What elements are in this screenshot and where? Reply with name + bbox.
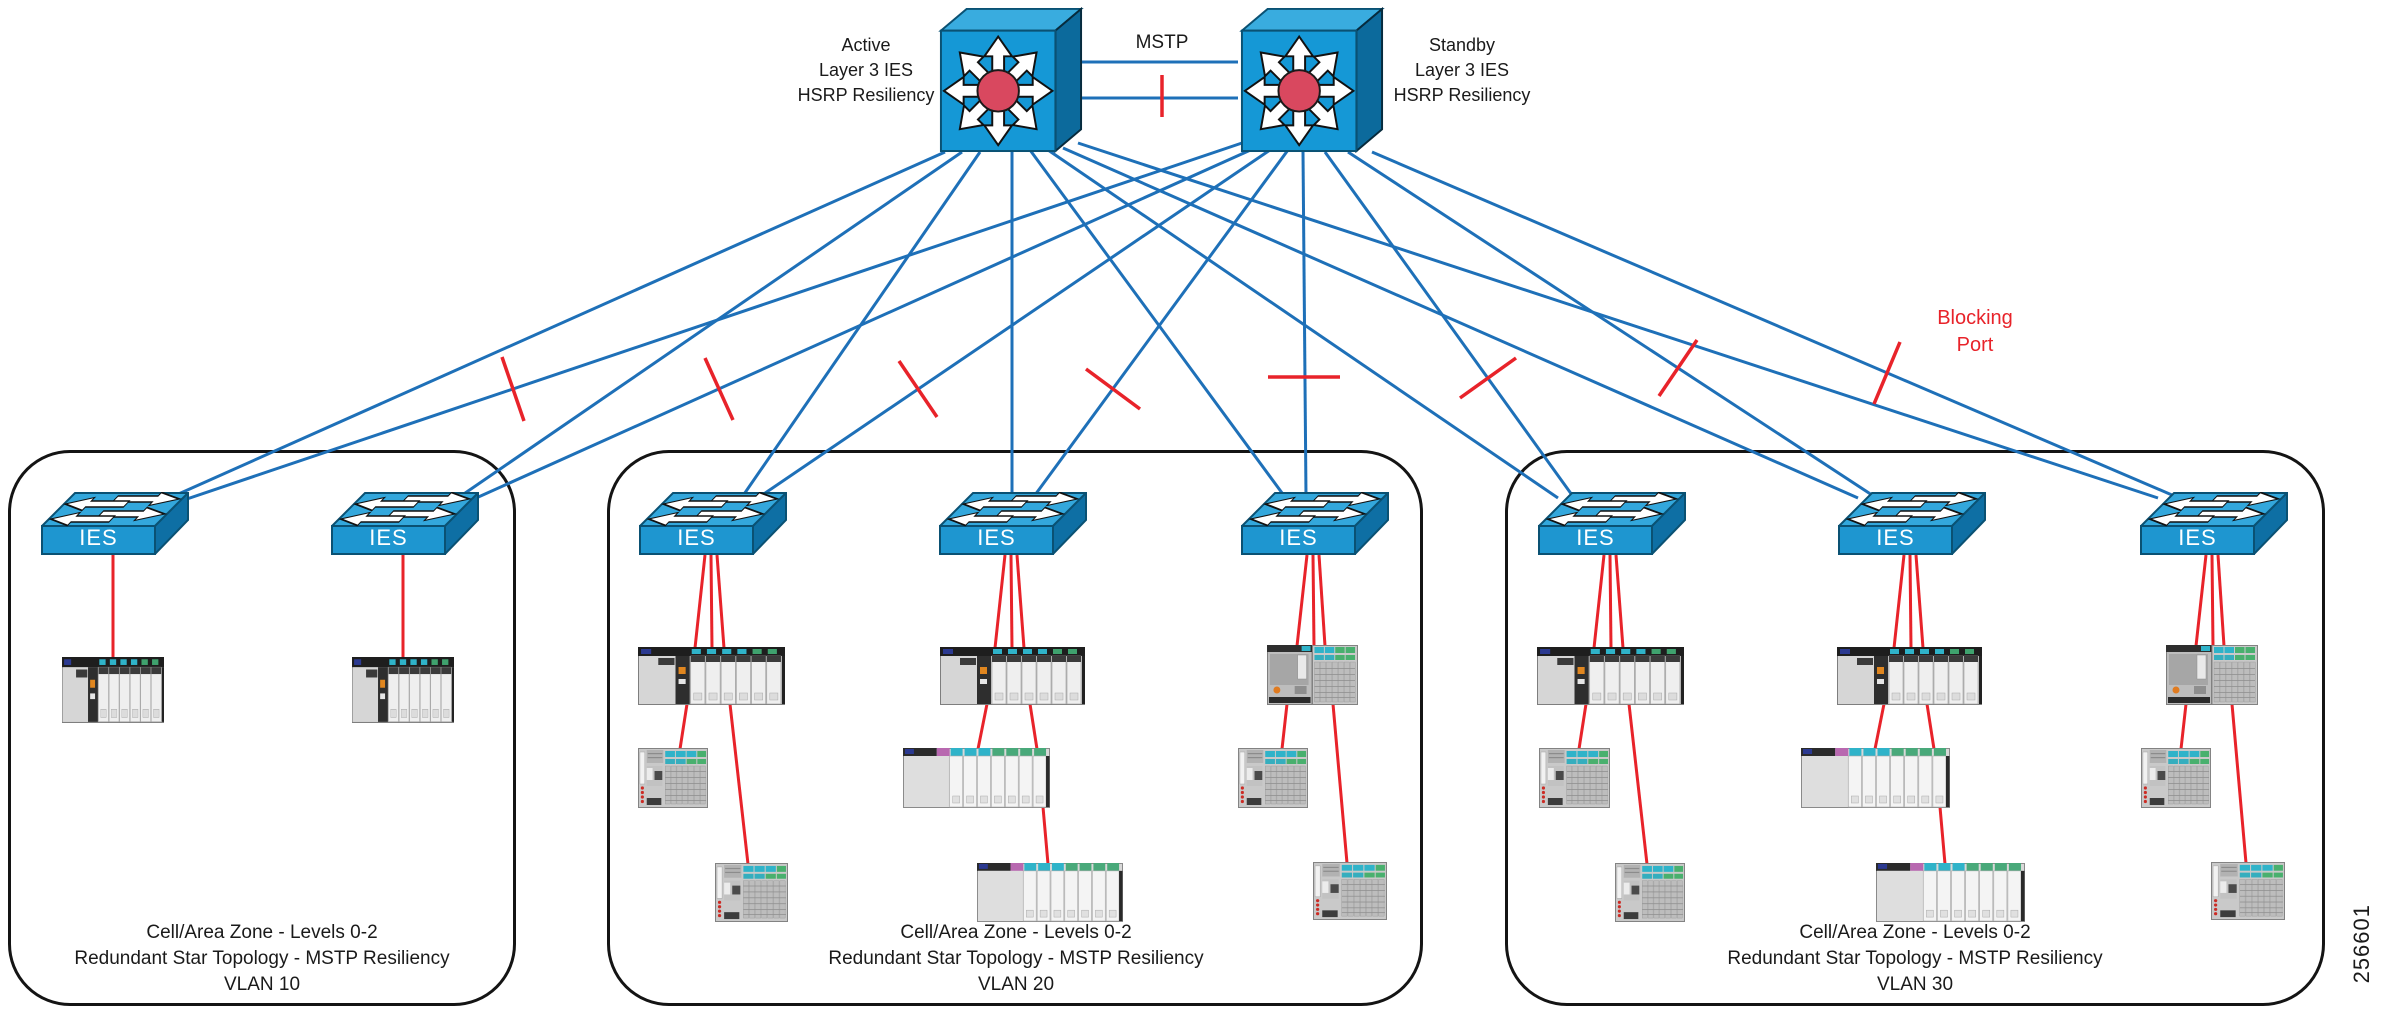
io-module (715, 863, 788, 922)
plc-rack (62, 657, 164, 723)
active-core-label: Active Layer 3 IES HSRP Resiliency (797, 35, 935, 105)
zone-label-vlan10: Cell/Area Zone - Levels 0-2 Redundant St… (74, 922, 450, 995)
io-module (1238, 748, 1308, 808)
io-module (2141, 748, 2211, 808)
plc-rack-wide (1876, 863, 2025, 922)
plc-rack-wide (1801, 748, 1950, 808)
access-switch-1: IES (41, 492, 189, 555)
figure-number: 256601 (2349, 904, 2374, 984)
uplinks-active-switch (164, 141, 2159, 502)
plc-rack (940, 647, 1085, 705)
access-switch-label: IES (677, 525, 716, 550)
io-module (1539, 748, 1610, 808)
standby-core-label: Standby Layer 3 IES HSRP Resiliency (1393, 35, 1531, 105)
plc-rack (638, 647, 785, 705)
device-links-red (111, 554, 2248, 865)
uplinks-standby-switch (174, 141, 2173, 505)
mstp-link-label: MSTP (1135, 32, 1189, 53)
blocking-port-ticks (500, 75, 1902, 422)
zone-label-vlan20: Cell/Area Zone - Levels 0-2 Redundant St… (828, 922, 1204, 995)
access-switch-2: IES (331, 492, 479, 555)
access-switch-5: IES (1241, 492, 1389, 555)
access-switch-label: IES (2178, 525, 2217, 550)
access-switch-label: IES (79, 525, 118, 550)
plc-rack-wide (903, 748, 1050, 808)
access-switch-label: IES (977, 525, 1016, 550)
access-switch-7: IES (1838, 492, 1986, 555)
access-switch-label: IES (1279, 525, 1318, 550)
access-switch-6: IES (1538, 492, 1686, 555)
drive-io-module (2166, 645, 2258, 705)
plc-rack (352, 657, 454, 723)
plc-rack-wide (977, 863, 1123, 922)
zone-box-vlan10 (8, 450, 516, 1006)
io-module (638, 748, 708, 808)
access-switch-label: IES (1876, 525, 1915, 550)
drive-io-module (1267, 645, 1358, 705)
plc-rack (1537, 647, 1684, 705)
access-switch-4: IES (939, 492, 1087, 555)
zone-box-vlan20 (607, 450, 1423, 1006)
core-interlink (1081, 60, 1238, 100)
access-switch-label: IES (369, 525, 408, 550)
zone-label-vlan30: Cell/Area Zone - Levels 0-2 Redundant St… (1727, 922, 2103, 995)
zone-box-vlan30 (1505, 450, 2325, 1006)
access-switch-8: IES (2140, 492, 2288, 555)
io-module (1313, 862, 1387, 920)
plc-rack (1837, 647, 1982, 705)
access-switch-3: IES (639, 492, 787, 555)
blocking-port-label: Blocking Port (1937, 307, 2013, 356)
access-switch-label: IES (1576, 525, 1615, 550)
io-module (1615, 863, 1685, 922)
io-module (2211, 862, 2285, 920)
